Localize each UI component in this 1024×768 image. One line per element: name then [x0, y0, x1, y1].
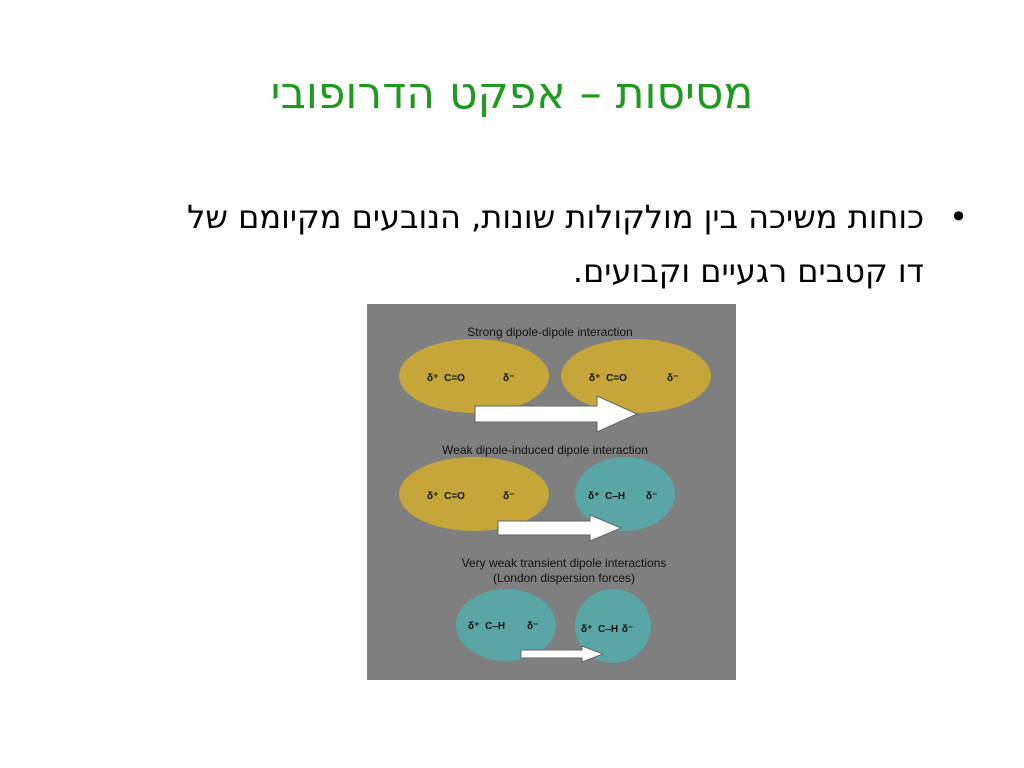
bond-label: C=O [606, 373, 627, 384]
interaction-arrow-icon [497, 514, 623, 542]
bond-label: C–H [485, 621, 505, 632]
section-3-left-molecule: δ⁺ C–H δ⁻ [456, 589, 556, 661]
svg-text:δ⁺ C–H: δ⁺ C–H [468, 621, 505, 632]
interaction-arrow-icon [474, 395, 639, 433]
polar-molecule-ellipse [399, 457, 549, 531]
nonpolar-molecule-ellipse [575, 457, 675, 531]
partial-positive-label: δ⁺ [589, 373, 600, 384]
partial-positive-label: δ⁺ [427, 373, 438, 384]
section-1-heading: Strong dipole-dipole interaction [467, 325, 632, 339]
partial-negative-label: δ⁻ [503, 491, 514, 502]
section-2-right-molecule: δ⁺ C–H δ⁻ [575, 457, 675, 531]
slide-title: מסיסות – אפקט הדרופובי [270, 68, 754, 119]
section-2-left-molecule: δ⁺ C=O δ⁻ [399, 457, 549, 531]
partial-positive-label: δ⁺ [581, 624, 592, 635]
svg-text:δ⁺ C–H: δ⁺ C–H [588, 491, 625, 502]
bullet-item: • כוחות משיכה בין מולקולות שונות, הנובעי… [168, 190, 968, 298]
bullet-marker: • [949, 198, 968, 236]
section-1-right-molecule: δ⁺ C=O δ⁻ [561, 339, 711, 413]
partial-negative-label: δ⁻ [622, 624, 633, 635]
bond-label: C–H [598, 624, 618, 635]
bond-label: C=O [444, 491, 465, 502]
partial-positive-label: δ⁺ [468, 621, 479, 632]
svg-text:δ⁺ C=O: δ⁺ C=O [427, 373, 465, 384]
bullet-list: • כוחות משיכה בין מולקולות שונות, הנובעי… [168, 190, 968, 298]
section-3-heading-line1: Very weak transient dipole interactions [462, 556, 667, 570]
bond-label: C=O [444, 373, 465, 384]
partial-positive-label: δ⁺ [427, 491, 438, 502]
polar-molecule-ellipse [399, 339, 549, 413]
partial-negative-label: δ⁻ [646, 491, 657, 502]
svg-text:δ⁺ C=O: δ⁺ C=O [589, 373, 627, 384]
dipole-interactions-figure: Strong dipole-dipole interaction δ⁺ C=O … [367, 304, 736, 680]
svg-text:δ⁺ C–H δ⁻: δ⁺ C–H δ⁻ [581, 624, 633, 635]
partial-negative-label: δ⁻ [527, 621, 538, 632]
svg-text:δ⁺ C=O: δ⁺ C=O [427, 491, 465, 502]
nonpolar-molecule-ellipse [456, 589, 556, 661]
section-3-right-molecule: δ⁺ C–H δ⁻ [575, 589, 651, 663]
partial-negative-label: δ⁻ [667, 373, 678, 384]
partial-positive-label: δ⁺ [588, 491, 599, 502]
interaction-arrow-icon [520, 645, 605, 663]
bullet-text: כוחות משיכה בין מולקולות שונות, הנובעים … [187, 198, 924, 290]
section-1-left-molecule: δ⁺ C=O δ⁻ [399, 339, 549, 413]
section-3-heading-line2: (London dispersion forces) [493, 571, 635, 585]
nonpolar-molecule-ellipse [575, 589, 651, 663]
partial-negative-label: δ⁻ [503, 373, 514, 384]
bond-label: C–H [605, 491, 625, 502]
section-2-heading: Weak dipole-induced dipole interaction [442, 443, 648, 457]
polar-molecule-ellipse [561, 339, 711, 413]
